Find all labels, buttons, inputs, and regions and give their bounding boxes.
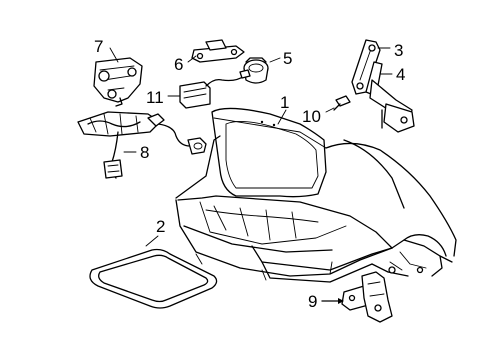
lock-cylinder-5 (243, 57, 281, 84)
weatherstrip-2 (89, 235, 218, 309)
latch-assembly-7 (93, 47, 143, 107)
callout-1: 1 (280, 93, 289, 112)
bracket-6 (187, 39, 245, 63)
hinge-3 (351, 39, 391, 95)
callout-2: 2 (156, 217, 165, 236)
callout-labels: 1 2 3 4 5 6 7 8 9 10 11 (94, 37, 405, 311)
callout-8: 8 (140, 143, 149, 162)
trunk-lid-1 (211, 107, 327, 198)
callout-6: 6 (174, 55, 183, 74)
callout-9: 9 (308, 292, 317, 311)
car-body-trunk (175, 135, 457, 283)
callout-4: 4 (396, 65, 405, 84)
callout-5: 5 (283, 49, 292, 68)
bolt-10 (325, 95, 351, 113)
callout-7: 7 (94, 37, 103, 56)
callout-3: 3 (394, 41, 403, 60)
actuator-11 (167, 69, 251, 109)
callout-10: 10 (302, 107, 321, 126)
wiring-harness-8 (77, 111, 207, 179)
callout-11: 11 (146, 88, 164, 107)
striker-bracket-9 (321, 271, 393, 323)
hinge-strut-4 (365, 61, 415, 133)
